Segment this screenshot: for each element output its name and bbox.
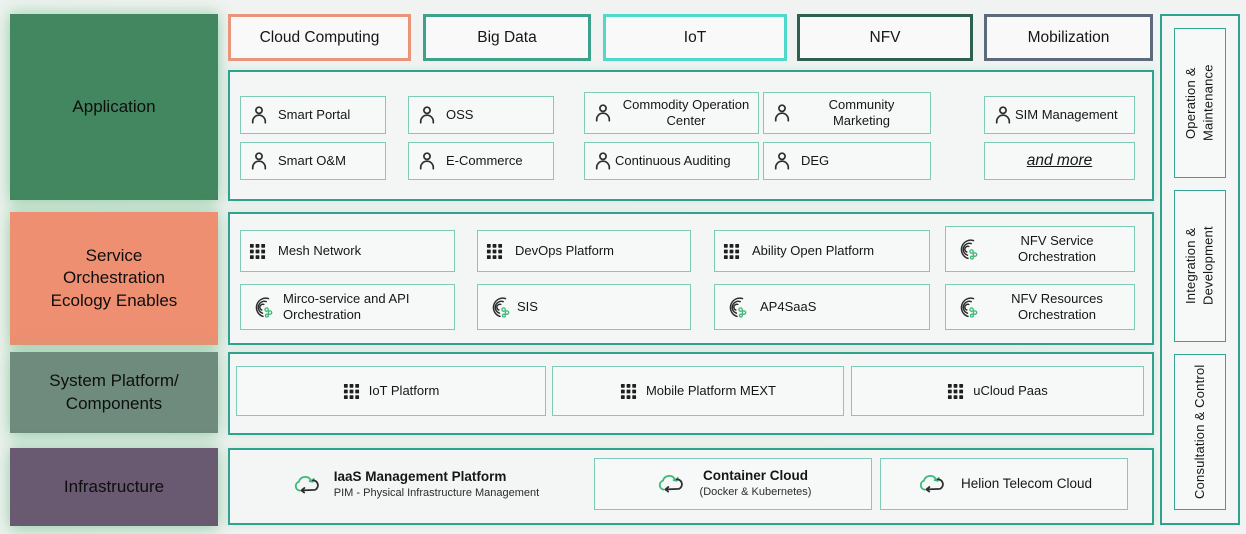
soe-item-label: SIS (517, 298, 538, 314)
swirl-icon (954, 237, 979, 262)
soe-item-micro-service-api-orchestration: Mirco-service and API Orchestration (240, 284, 455, 330)
swirl-icon (954, 295, 979, 320)
row-label-service-orchestration-text: Service Orchestration Ecology Enables (50, 246, 178, 310)
soe-item-mesh-network: Mesh Network (240, 230, 455, 272)
app-item-e-commerce: E-Commerce (408, 142, 554, 180)
soe-item-label: Mesh Network (278, 242, 362, 258)
grid-icon (947, 383, 964, 400)
sys-item-label: Mobile Platform MEXT (645, 382, 777, 398)
app-item-label: Community Marketing (828, 96, 895, 128)
app-item-label: OSS (446, 106, 474, 122)
infra-item-container-cloud: Container Cloud (Docker & Kubernetes) (594, 458, 872, 510)
app-item-continuous-auditing: Continuous Auditing (584, 142, 759, 180)
app-item-label: Smart O&M (278, 152, 346, 168)
person-icon (993, 105, 1013, 125)
cloud-refresh-icon (916, 471, 949, 497)
soe-item-label: Ability Open Platform (752, 242, 875, 258)
app-item-label: DEG (801, 152, 830, 168)
person-icon (249, 151, 269, 171)
soe-item-ap4saas: AP4SaaS (714, 284, 930, 330)
tab-mobilization: Mobilization (984, 14, 1153, 61)
grid-icon (249, 243, 266, 260)
row-label-infrastructure-text: Infrastructure (63, 476, 165, 496)
app-item-label: Commodity Operation Center (622, 96, 750, 128)
app-item-and-more: and more (984, 142, 1135, 180)
app-item-smart-om: Smart O&M (240, 142, 386, 180)
app-item-label: Continuous Auditing (615, 152, 731, 168)
soe-item-nfv-resources-orchestration: NFV Resources Orchestration (945, 284, 1135, 330)
right-item-consultation-control: Consultation & Control (1174, 354, 1226, 510)
person-icon (417, 151, 437, 171)
person-icon (249, 105, 269, 125)
and-more-label: and more (1026, 152, 1093, 170)
right-item-integration-development: Integration & Development (1174, 190, 1226, 342)
tab-iot-label: IoT (683, 28, 707, 46)
soe-item-label: AP4SaaS (760, 298, 817, 314)
grid-icon (343, 383, 360, 400)
infra-item-helion-telecom-cloud: Helion Telecom Cloud (880, 458, 1128, 510)
person-icon (772, 151, 792, 171)
soe-item-nfv-service-orchestration: NFV Service Orchestration (945, 226, 1135, 272)
right-item-label: Integration & Development (1183, 226, 1216, 306)
infra-item-iaas-management-platform: IaaS Management Platform PIM - Physical … (250, 456, 580, 514)
soe-item-label: DevOps Platform (515, 242, 614, 258)
right-item-label: Consultation & Control (1192, 364, 1208, 500)
application-section-box (228, 70, 1154, 201)
row-label-application-text: Application (72, 96, 156, 116)
person-icon (593, 103, 613, 123)
row-label-system-platform-text: System Platform/ Components (49, 371, 179, 413)
row-label-infrastructure: Infrastructure (10, 448, 218, 526)
app-item-community-marketing: Community Marketing (763, 92, 931, 134)
soe-item-label: Mirco-service and API Orchestration (283, 290, 410, 322)
soe-item-label: NFV Service Orchestration (1017, 232, 1097, 264)
cloud-refresh-icon (291, 472, 324, 498)
infra-item-subtitle: (Docker & Kubernetes) (699, 486, 812, 499)
cloud-refresh-icon (655, 471, 688, 497)
person-icon (417, 105, 437, 125)
swirl-icon (249, 295, 274, 320)
app-item-smart-portal: Smart Portal (240, 96, 386, 134)
soe-item-devops-platform: DevOps Platform (477, 230, 691, 272)
sys-item-iot-platform: IoT Platform (236, 366, 546, 416)
app-item-oss: OSS (408, 96, 554, 134)
person-icon (593, 151, 613, 171)
infra-item-title: Container Cloud (702, 468, 808, 484)
tab-nfv: NFV (797, 14, 973, 61)
grid-icon (620, 383, 637, 400)
swirl-icon (486, 295, 511, 320)
infra-item-subtitle: PIM - Physical Infrastructure Management (333, 487, 540, 500)
row-label-system-platform: System Platform/ Components (10, 352, 218, 433)
soe-item-ability-open-platform: Ability Open Platform (714, 230, 930, 272)
sys-item-mobile-platform-mext: Mobile Platform MEXT (552, 366, 844, 416)
right-item-label: Operation & Maintenance (1183, 64, 1216, 142)
app-item-label: E-Commerce (446, 152, 523, 168)
swirl-icon (723, 295, 748, 320)
row-label-application: Application (10, 14, 218, 200)
tab-mobilization-label: Mobilization (1027, 28, 1110, 46)
tab-big-data-label: Big Data (477, 28, 537, 46)
tab-cloud-computing-label: Cloud Computing (259, 28, 380, 46)
soe-item-label: NFV Resources Orchestration (1011, 290, 1103, 322)
tab-cloud-computing: Cloud Computing (228, 14, 411, 61)
sys-item-label: uCloud Paas (973, 382, 1048, 398)
app-item-commodity-operation-center: Commodity Operation Center (584, 92, 759, 134)
tab-iot: IoT (603, 14, 787, 61)
right-item-operation-maintenance: Operation & Maintenance (1174, 28, 1226, 178)
tab-nfv-label: NFV (869, 28, 901, 46)
app-item-label: Smart Portal (278, 106, 351, 122)
app-item-label: SIM Management (1015, 106, 1118, 122)
infra-item-title: Helion Telecom Cloud (960, 475, 1093, 491)
grid-icon (723, 243, 740, 260)
sys-item-label: IoT Platform (368, 382, 440, 398)
sys-item-ucloud-paas: uCloud Paas (851, 366, 1144, 416)
tab-big-data: Big Data (423, 14, 591, 61)
row-label-service-orchestration: Service Orchestration Ecology Enables (10, 212, 218, 345)
app-item-sim-management: SIM Management (984, 96, 1135, 134)
infra-item-title: IaaS Management Platform (333, 469, 507, 485)
person-icon (772, 103, 792, 123)
soe-item-sis: SIS (477, 284, 691, 330)
grid-icon (486, 243, 503, 260)
app-item-deg: DEG (763, 142, 931, 180)
